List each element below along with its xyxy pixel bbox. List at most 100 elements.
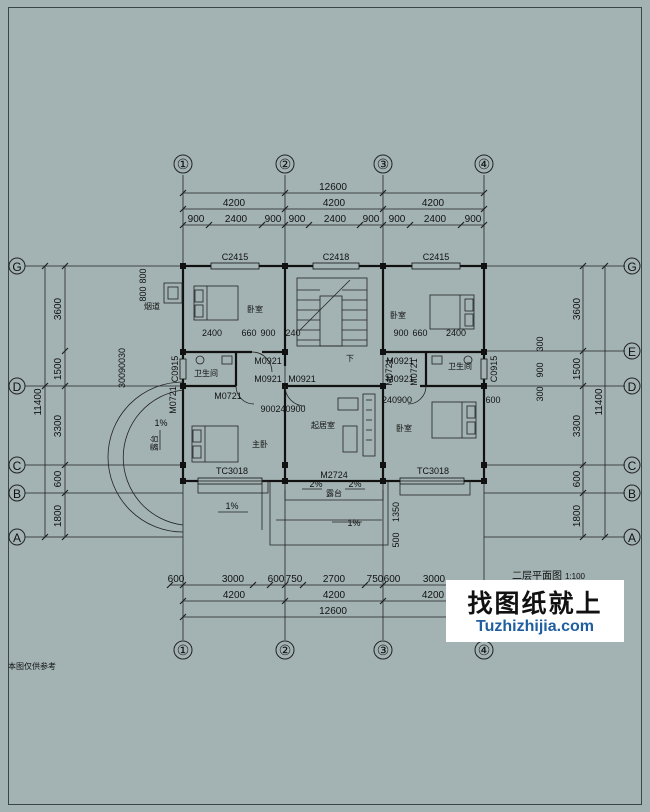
slope-terrace-top: 1% bbox=[154, 418, 167, 428]
door-m0721-a: M0721 bbox=[214, 391, 242, 401]
watermark-url: Tuzhizhijia.com bbox=[476, 618, 594, 635]
room-bath-right: 卫生间 bbox=[448, 361, 472, 371]
inner-dim-900-left: 900 bbox=[260, 328, 275, 338]
door-m2724: M2724 bbox=[320, 470, 348, 480]
axis-row-g-left: G bbox=[12, 260, 21, 274]
dim-sub-bottom-6: 750 bbox=[367, 574, 384, 585]
dim-sub-top-4: 900 bbox=[289, 214, 306, 225]
dim-sub-top-5: 2400 bbox=[324, 214, 347, 225]
dim-left-small: 30090030 bbox=[117, 348, 127, 388]
dim-sub-top-3: 900 bbox=[265, 214, 282, 225]
dim-total-top: 12600 bbox=[319, 182, 347, 193]
drawing-title: 二层平面图 bbox=[512, 570, 562, 582]
dim-right-total: 11400 bbox=[594, 388, 605, 416]
dim-left-total: 11400 bbox=[33, 388, 44, 416]
dim-sub-top-8: 2400 bbox=[424, 214, 447, 225]
axis-bottom-1: ① bbox=[177, 642, 190, 658]
door-m0921-e: M0921 bbox=[386, 374, 414, 384]
dim-total-bottom: 12600 bbox=[319, 606, 347, 617]
room-bath-left: 卫生间 bbox=[194, 368, 218, 378]
inner-dim-660-right: 660 bbox=[412, 328, 427, 338]
axis-row-g-right: G bbox=[627, 260, 636, 274]
dim-bay-bottom-3: 4200 bbox=[422, 590, 445, 601]
room-bedroom-top-right: 卧室 bbox=[390, 310, 406, 320]
door-m0921-a: M0921 bbox=[254, 356, 282, 366]
watermark-box: 找图纸就上 Tuzhizhijia.com bbox=[446, 580, 624, 642]
window-c2415-right: C2415 bbox=[423, 252, 450, 262]
inner-dim-240-left: 240 bbox=[285, 328, 300, 338]
dim-right-600: 600 bbox=[572, 470, 583, 487]
axis-row-c-left: C bbox=[13, 459, 22, 473]
dim-sub-bottom-5: 2700 bbox=[323, 574, 346, 585]
dim-left-3300: 3300 bbox=[53, 414, 64, 437]
inner-dim-900-right-v: 900 bbox=[535, 362, 545, 377]
dim-sub-top-1: 900 bbox=[188, 214, 205, 225]
axis-bottom-3: ③ bbox=[377, 642, 390, 658]
dim-sub-top-9: 900 bbox=[465, 214, 482, 225]
axis-row-d-left: D bbox=[13, 380, 22, 394]
dim-bay-bottom-1: 4200 bbox=[223, 590, 246, 601]
room-living: 起居室 bbox=[311, 420, 335, 430]
footnote: 本图仅供参考 bbox=[8, 661, 56, 671]
axis-row-c-right: C bbox=[628, 459, 637, 473]
axis-top-2: ② bbox=[279, 156, 292, 172]
slope-terrace-bottom: 1% bbox=[225, 501, 238, 511]
dim-bay-top-3: 4200 bbox=[422, 198, 445, 209]
watermark-text: 找图纸就上 bbox=[467, 589, 603, 618]
dim-sub-bottom-4: 750 bbox=[286, 574, 303, 585]
slope-balcony-left: 2% bbox=[309, 479, 322, 489]
window-c2418: C2418 bbox=[323, 252, 350, 262]
window-c2415-left: C2415 bbox=[222, 252, 249, 262]
axis-row-a-left: A bbox=[13, 531, 21, 545]
inner-dim-800-b: 800 bbox=[138, 286, 148, 301]
slope-entry: 1% bbox=[347, 518, 360, 528]
inner-dim-2400-right: 2400 bbox=[446, 328, 466, 338]
inner-dim-300-right: 300 bbox=[535, 336, 545, 351]
inner-dim-500: 500 bbox=[391, 532, 401, 547]
slope-balcony-right: 2% bbox=[348, 479, 361, 489]
dim-right-3600: 3600 bbox=[572, 297, 583, 320]
axis-bottom-2: ② bbox=[279, 642, 292, 658]
window-c0915-left: C0915 bbox=[170, 356, 180, 383]
axis-row-d-right: D bbox=[628, 380, 637, 394]
room-balcony: 露台 bbox=[326, 488, 342, 498]
axis-row-b-left: B bbox=[13, 487, 21, 501]
inner-dim-240900: 240900 bbox=[382, 395, 412, 405]
axis-row-b-right: B bbox=[628, 487, 636, 501]
dim-left-1500: 1500 bbox=[53, 357, 64, 380]
inner-dim-900240900: 900240900 bbox=[260, 404, 305, 414]
inner-dim-900-right: 900 bbox=[393, 328, 408, 338]
inner-dim-600: 600 bbox=[485, 395, 500, 405]
dim-left-1800: 1800 bbox=[53, 504, 64, 527]
room-flue: 烟道 bbox=[144, 301, 160, 311]
door-m0921-c: M0921 bbox=[288, 374, 316, 384]
door-m0721-b: M0721 bbox=[168, 386, 178, 414]
dim-left-3600: 3600 bbox=[53, 297, 64, 320]
dim-bay-top-2: 4200 bbox=[323, 198, 346, 209]
window-tc3018-right: TC3018 bbox=[417, 466, 449, 476]
room-master-left: 主卧 bbox=[252, 439, 268, 449]
inner-dim-2400-left: 2400 bbox=[202, 328, 222, 338]
dim-sub-bottom-1: 600 bbox=[168, 574, 185, 585]
inner-dim-800-a: 800 bbox=[138, 268, 148, 283]
dim-bay-bottom-2: 4200 bbox=[323, 590, 346, 601]
drawing-scale: 1:100 bbox=[565, 572, 586, 581]
room-terrace: 露台 bbox=[149, 435, 159, 451]
axis-top-3: ③ bbox=[377, 156, 390, 172]
door-m0721-d: M0721 bbox=[409, 358, 419, 386]
dim-sub-bottom-7: 600 bbox=[384, 574, 401, 585]
door-m0921-b: M0921 bbox=[254, 374, 282, 384]
dim-sub-bottom-8: 3000 bbox=[423, 574, 446, 585]
window-c0915-right: C0915 bbox=[489, 356, 499, 383]
axis-bottom-4: ④ bbox=[478, 642, 491, 658]
axis-row-e-right: E bbox=[628, 345, 636, 359]
door-m0921-d: M0921 bbox=[386, 356, 414, 366]
dim-sub-top-7: 900 bbox=[389, 214, 406, 225]
room-bedroom-top-left: 卧室 bbox=[247, 304, 263, 314]
dim-sub-bottom-2: 3000 bbox=[222, 574, 245, 585]
dim-left-600: 600 bbox=[53, 470, 64, 487]
drawing-frame bbox=[8, 7, 642, 805]
dim-sub-bottom-3: 600 bbox=[268, 574, 285, 585]
room-bedroom-right: 卧室 bbox=[396, 423, 412, 433]
dim-bay-top-1: 4200 bbox=[223, 198, 246, 209]
